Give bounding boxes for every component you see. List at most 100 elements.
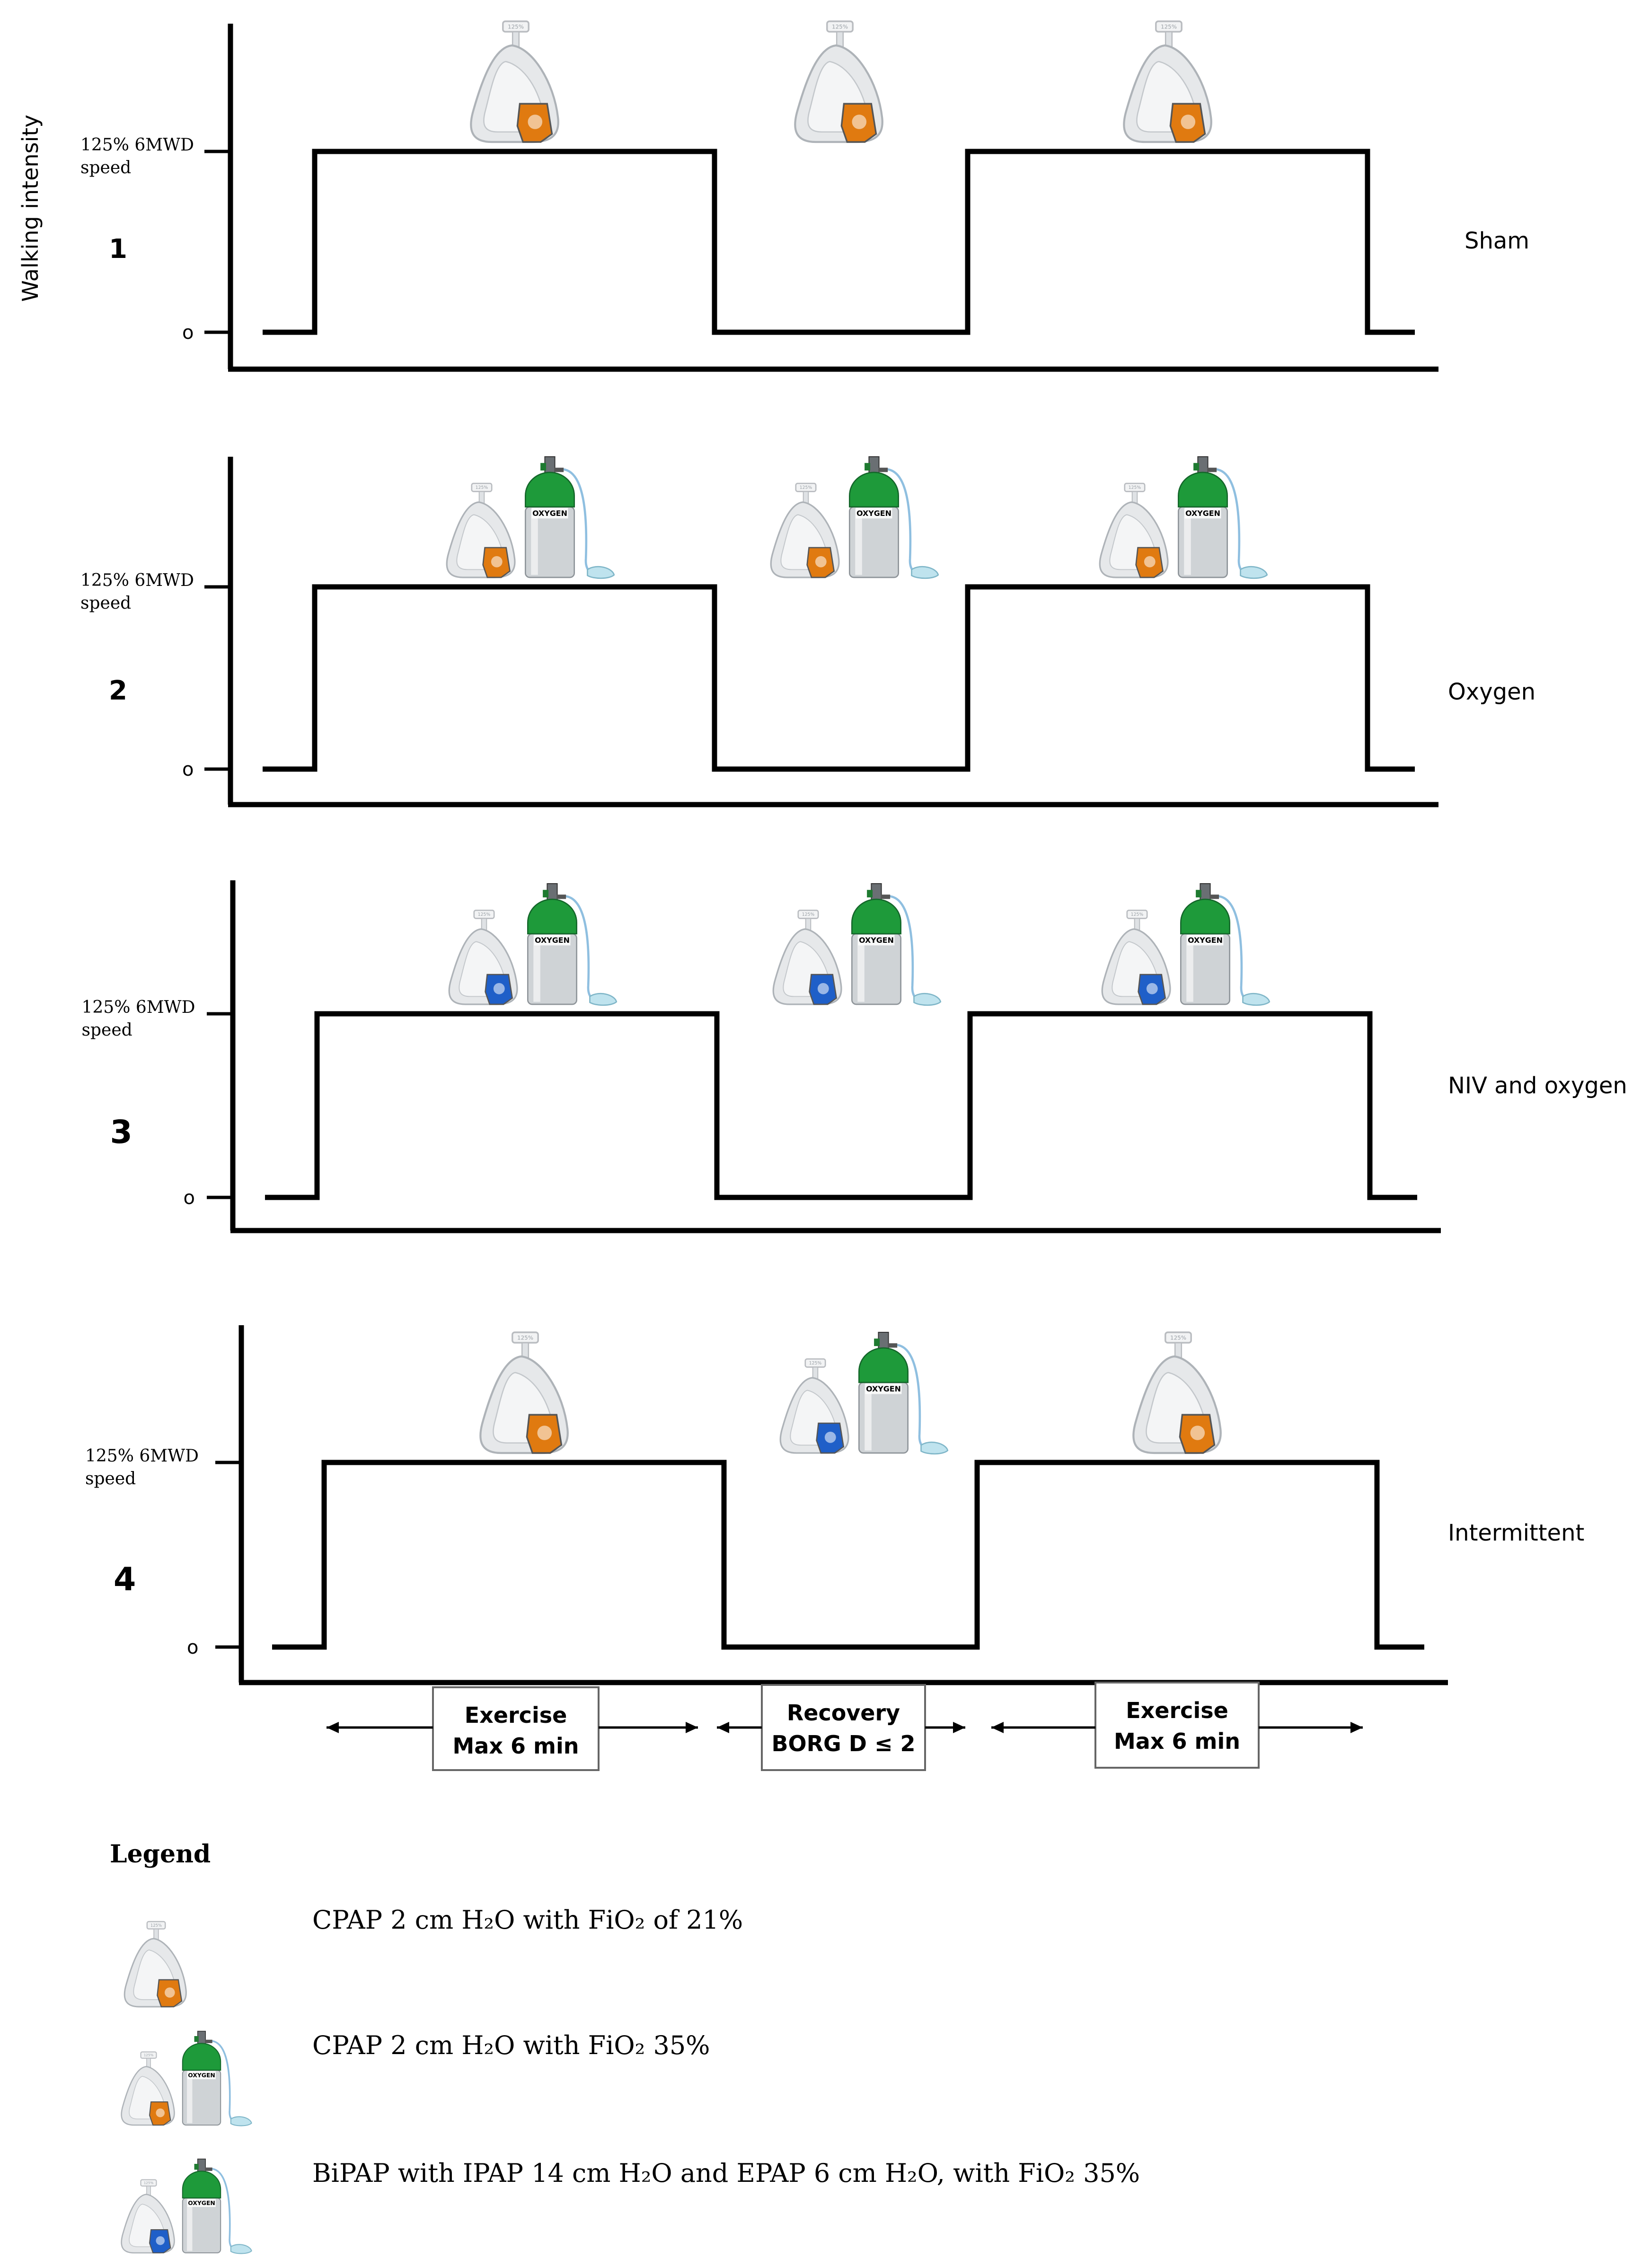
cylinder-shoulder bbox=[1178, 471, 1228, 508]
cpap-mask-icon: 125% bbox=[794, 20, 883, 143]
legend-title: Legend bbox=[110, 1840, 211, 1869]
mask-clip-label: 125% bbox=[1170, 1334, 1186, 1341]
oxygen-cylinder-icon: OXYGEN bbox=[1178, 456, 1268, 579]
bipap-oxygen-device-group: 125%OXYGEN bbox=[772, 883, 942, 1006]
protocol-name: Oxygen bbox=[1448, 679, 1535, 705]
arrow-exercise2-right-head bbox=[1350, 1722, 1363, 1733]
zero-level-label: o bbox=[182, 759, 194, 780]
cylinder-highlight bbox=[855, 508, 862, 575]
cylinder-label: OXYGEN bbox=[856, 509, 891, 518]
mask-valve-port bbox=[1181, 115, 1196, 129]
cylinder-outlet bbox=[881, 895, 891, 899]
oxygen-nasal-piece bbox=[920, 1441, 949, 1455]
mask-clip-label: 125% bbox=[150, 1923, 162, 1928]
cpap-oxygen-device-group: 125%OXYGEN bbox=[121, 2030, 252, 2126]
phase-line2: BORG D ≤ 2 bbox=[771, 1731, 915, 1756]
oxygen-nasal-piece bbox=[230, 2244, 252, 2254]
oxygen-cylinder-icon: OXYGEN bbox=[849, 456, 939, 579]
mask-valve-port bbox=[165, 1987, 175, 1998]
cylinder-shoulder bbox=[851, 898, 901, 935]
cylinder-label-bg bbox=[187, 2198, 216, 2207]
mask-valve-port bbox=[852, 115, 867, 129]
mask-valve-port bbox=[528, 115, 543, 129]
mask-clip-label: 125% bbox=[1129, 485, 1141, 490]
cylinder-knob bbox=[865, 463, 871, 471]
intensity-waveform bbox=[272, 1460, 1424, 1650]
legend-item-2: 125%OXYGEN CPAP 2 cm H₂O with FiO₂ 35% bbox=[121, 2030, 710, 2126]
mask-clip-label: 125% bbox=[517, 1334, 533, 1341]
oxygen-nasal-piece bbox=[587, 566, 615, 579]
cylinder-outlet bbox=[554, 468, 564, 472]
oxygen-cylinder-icon: OXYGEN bbox=[527, 883, 618, 1006]
cylinder-shoulder bbox=[527, 898, 577, 935]
cylinder-highlight bbox=[531, 508, 538, 575]
cylinder-outlet bbox=[1209, 895, 1219, 899]
cylinder-knob bbox=[194, 2036, 199, 2042]
cpap-device-group: 125% bbox=[124, 1921, 187, 2008]
cylinder-knob bbox=[540, 463, 547, 471]
bipap-oxygen-device-group: 125%OXYGEN bbox=[1101, 883, 1271, 1006]
protocol-number: 3 bbox=[110, 1114, 132, 1151]
cylinder-shoulder bbox=[182, 2043, 221, 2071]
cylinder-knob bbox=[194, 2163, 199, 2170]
mask-valve-port bbox=[493, 983, 505, 994]
cylinder-outlet bbox=[205, 2039, 212, 2043]
cylinder-valve-stem bbox=[1200, 883, 1211, 902]
cylinder-highlight bbox=[865, 1384, 872, 1451]
mask-valve-port bbox=[824, 1431, 836, 1443]
phase-line1: Recovery bbox=[787, 1700, 900, 1726]
cylinder-label-bg bbox=[865, 1383, 902, 1394]
cylinder-label: OXYGEN bbox=[1188, 936, 1223, 945]
phase-box bbox=[1094, 1682, 1260, 1769]
cylinder-knob bbox=[1193, 463, 1200, 471]
oxygen-nasal-piece bbox=[1240, 566, 1268, 579]
cylinder-highlight bbox=[187, 2071, 193, 2123]
legend-item-text: CPAP 2 cm H₂O with FiO₂ 35% bbox=[312, 2030, 710, 2060]
oxygen-cylinder-icon: OXYGEN bbox=[525, 456, 615, 579]
oxygen-nasal-piece bbox=[1242, 992, 1271, 1006]
oxygen-cylinder-icon: OXYGEN bbox=[182, 2030, 252, 2126]
arrow-exercise1-right-head bbox=[686, 1722, 698, 1733]
cylinder-label-bg bbox=[1187, 934, 1224, 946]
cpap-oxygen-device-group: 125% OXYGEN bbox=[1099, 456, 1268, 579]
cylinder-valve-stem bbox=[544, 456, 556, 475]
mask-clip-label: 125% bbox=[478, 912, 491, 917]
cpap-device-group: 125% bbox=[1123, 20, 1212, 143]
cylinder-outlet bbox=[556, 895, 566, 899]
legend-item-1: 125%CPAP 2 cm H₂O with FiO₂ of 21% bbox=[124, 1905, 743, 2008]
mask-clip-label: 125% bbox=[508, 23, 524, 30]
phase-line2: Max 6 min bbox=[453, 1733, 579, 1759]
zero-level-label: o bbox=[184, 1187, 195, 1209]
oxygen-nasal-piece bbox=[913, 992, 942, 1006]
cylinder-valve-stem bbox=[197, 2158, 206, 2173]
oxygen-nasal-piece bbox=[230, 2116, 252, 2126]
cylinder-highlight bbox=[1186, 935, 1193, 1002]
high-level-label-line1: 125% 6MWD bbox=[85, 1446, 199, 1466]
mask-valve-port bbox=[491, 556, 503, 567]
oxygen-cylinder-icon: OXYGEN bbox=[858, 1331, 949, 1455]
phase-box bbox=[432, 1686, 600, 1771]
phase-line2: Max 6 min bbox=[1114, 1728, 1240, 1754]
cylinder-outlet bbox=[205, 2167, 212, 2171]
bipap-oxygen-device-group: 125% OXYGEN bbox=[448, 883, 618, 1006]
phase-box bbox=[761, 1684, 926, 1771]
cylinder-valve-stem bbox=[547, 883, 558, 902]
mask-valve-port bbox=[817, 983, 829, 994]
protocol-name: Intermittent bbox=[1448, 1520, 1584, 1546]
cylinder-label: OXYGEN bbox=[532, 509, 567, 518]
cpap-oxygen-device-group: 125%OXYGEN bbox=[446, 456, 615, 579]
cylinder-valve-stem bbox=[1197, 456, 1209, 475]
mask-valve-port bbox=[1144, 556, 1156, 567]
cylinder-shoulder bbox=[849, 471, 899, 508]
bipap-oxygen-device-group: 125%OXYGEN bbox=[121, 2158, 252, 2254]
mask-valve-port bbox=[1146, 983, 1158, 994]
cpap-mask-icon: 125% bbox=[121, 2051, 175, 2126]
cpap-mask-icon: 125% bbox=[1099, 482, 1169, 578]
mask-clip-label: 125% bbox=[832, 23, 848, 30]
